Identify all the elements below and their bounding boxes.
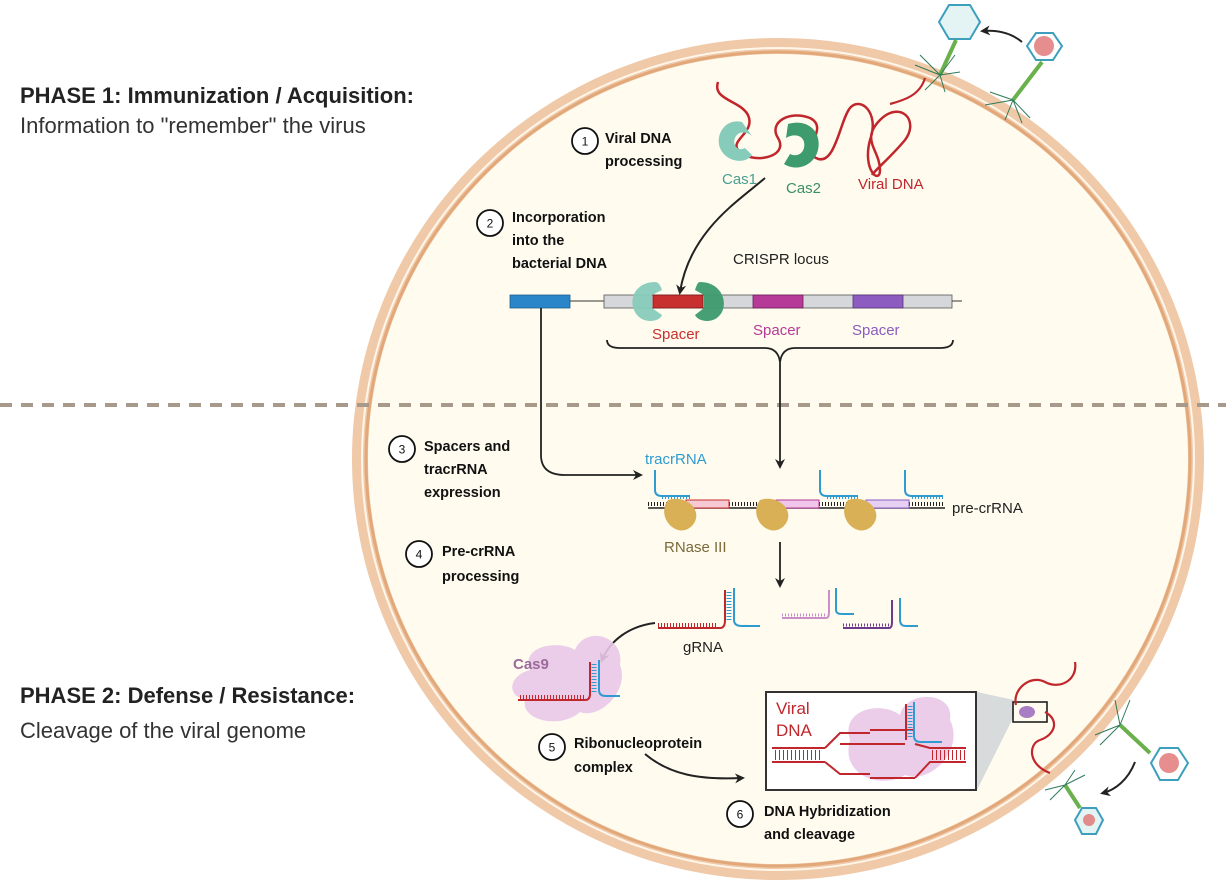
cas9-complex [512,635,622,722]
arrow-rnp-to-target [644,753,745,784]
phage-infecting-bottom [1094,699,1190,781]
step-label-line: Spacers and [424,439,510,455]
arrow-phage-attack [1100,761,1136,797]
crispr-locus [509,282,962,321]
tracrrna-label: tracrRNA [645,451,707,468]
arrow-phage-release [980,25,1023,43]
step-label-line: Pre-crRNA [442,544,516,560]
step-label-line: DNA Hybridization [764,804,891,820]
rnase-iii-proteins [664,498,877,531]
spacer-new [652,294,704,309]
phase-2-title: PHASE 2: Defense / Resistance: [20,683,355,708]
step-label-line: expression [424,485,501,501]
phage-infecting-top [984,32,1064,124]
step-4: 4 Pre-crRNA processing [405,540,519,585]
arrow-tracr-expression [540,308,643,480]
phase-2-subtitle: Cleavage of the viral genome [20,718,306,743]
step-label-line: Viral DNA [605,131,672,147]
step-5: 5 Ribonucleoprotein complex [538,733,702,776]
inset-zoom-wedge [977,692,1014,790]
step-label-line: processing [442,569,519,585]
crispr-locus-label: CRISPR locus [733,251,829,268]
grna-mature [658,588,760,629]
spacer-label-3: Spacer [852,322,900,339]
step-number-circle [726,800,754,828]
step-6: 6 DNA Hybridization and cleavage [726,800,891,843]
step-number: 5 [549,741,556,755]
phase-2-heading: PHASE 2: Defense / Resistance: Cleavage … [20,683,355,743]
cas1-protein [718,121,752,161]
step-label-line: into the [512,233,564,249]
phage-empty-top [914,4,982,93]
spacer-2 [752,294,804,309]
spacer-3 [852,294,904,309]
step-label-line: Incorporation [512,210,605,226]
viral-dna-bottom [1014,661,1077,775]
step-3: 3 Spacers and tracrRNA expression [388,435,510,501]
phase-1-title: PHASE 1: Immunization / Acquisition: [20,83,414,108]
cas2-label: Cas2 [786,180,821,197]
grna-label: gRNA [683,639,723,656]
cas9-label: Cas9 [513,656,549,673]
inset-viral-label: Viral [776,699,810,718]
rnase-iii-label: RNase III [664,539,727,556]
step-number-circle [388,435,416,463]
step-number: 6 [737,808,744,822]
step-number-circle [476,209,504,237]
inset-dna-label: DNA [776,721,813,740]
viral-dna-injected [889,77,927,106]
step-2: 2 Incorporation into the bacterial DNA [476,209,608,272]
tracr-gene [509,294,571,309]
step-label-line: bacterial DNA [512,256,608,272]
step-label-line: Ribonucleoprotein [574,736,702,752]
step-label-line: complex [574,760,633,776]
viral-dna-label: Viral DNA [858,176,924,193]
step-number: 4 [416,548,423,562]
step-1: 1 Viral DNA processing [571,127,682,170]
pre-crrna-label: pre-crRNA [952,500,1023,517]
cell-membrane-line [361,47,1195,871]
step-label-line: processing [605,154,682,170]
step-label-line: and cleavage [764,827,855,843]
grna-3 [843,598,918,629]
step-number-circle [405,540,433,568]
step-number: 2 [487,217,494,231]
cas9-on-viral-dna [1019,706,1035,718]
dna-cleavage-inset [765,691,977,791]
spacer-label-2: Spacer [753,322,801,339]
grna-2 [782,588,854,619]
phase-1-subtitle: Information to "remember" the virus [20,113,366,138]
step-number: 3 [399,443,406,457]
cas2-protein [784,122,819,168]
phage-injecting-bottom [1044,769,1105,835]
phase-1-heading: PHASE 1: Immunization / Acquisition: Inf… [20,83,414,138]
step-label-line: tracrRNA [424,462,488,478]
cas1-label: Cas1 [722,171,757,188]
arrow-integration [676,177,766,295]
step-number-circle [571,127,599,155]
step-number: 1 [582,135,589,149]
cell-membrane-inner [364,50,1192,868]
spacer-label-1: Spacer [652,326,700,343]
step-number-circle [538,733,566,761]
